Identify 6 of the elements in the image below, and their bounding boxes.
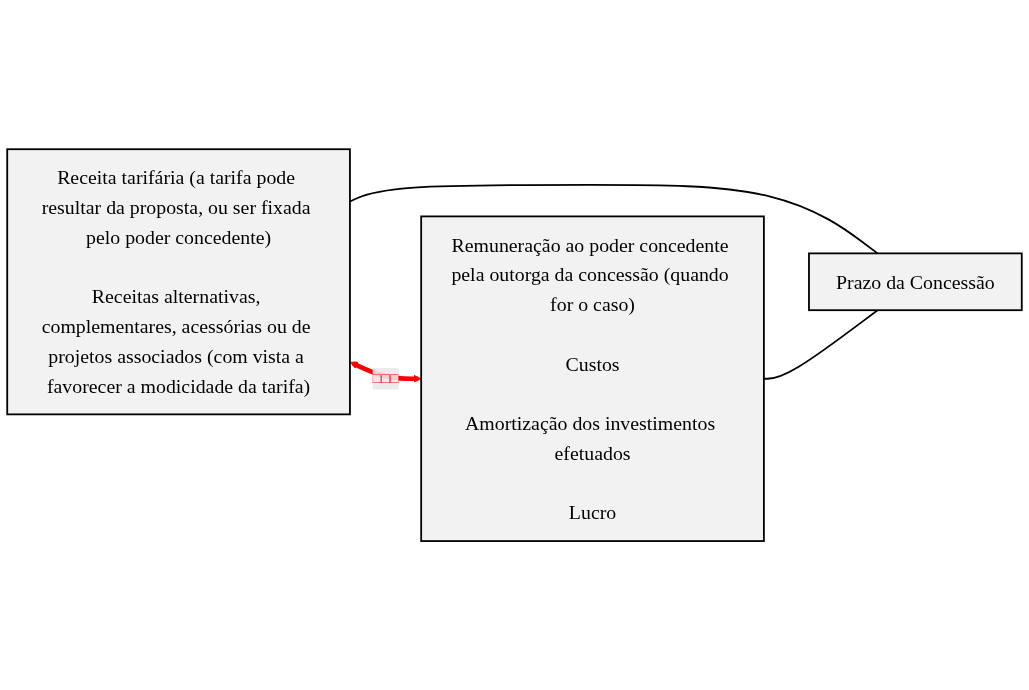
node-box: Remuneração ao poder concedente pela outorga da concessão (quando for o caso) Custos Amortização dos investimentos efetuados Lucro bbox=[420, 215, 765, 542]
connector bbox=[349, 183, 879, 255]
node-box: Prazo da Concessão bbox=[808, 252, 1023, 311]
edge-label: □□□ bbox=[372, 370, 399, 386]
node-box: Receita tarifária (a tarifa pode resultar da proposta, ou ser fixada pelo poder concedente) Receitas alternativas, complementares, acessórias ou de projetos associados (com vista a favorecer a modicidade da tarifa) bbox=[6, 148, 351, 416]
connector bbox=[763, 309, 879, 380]
